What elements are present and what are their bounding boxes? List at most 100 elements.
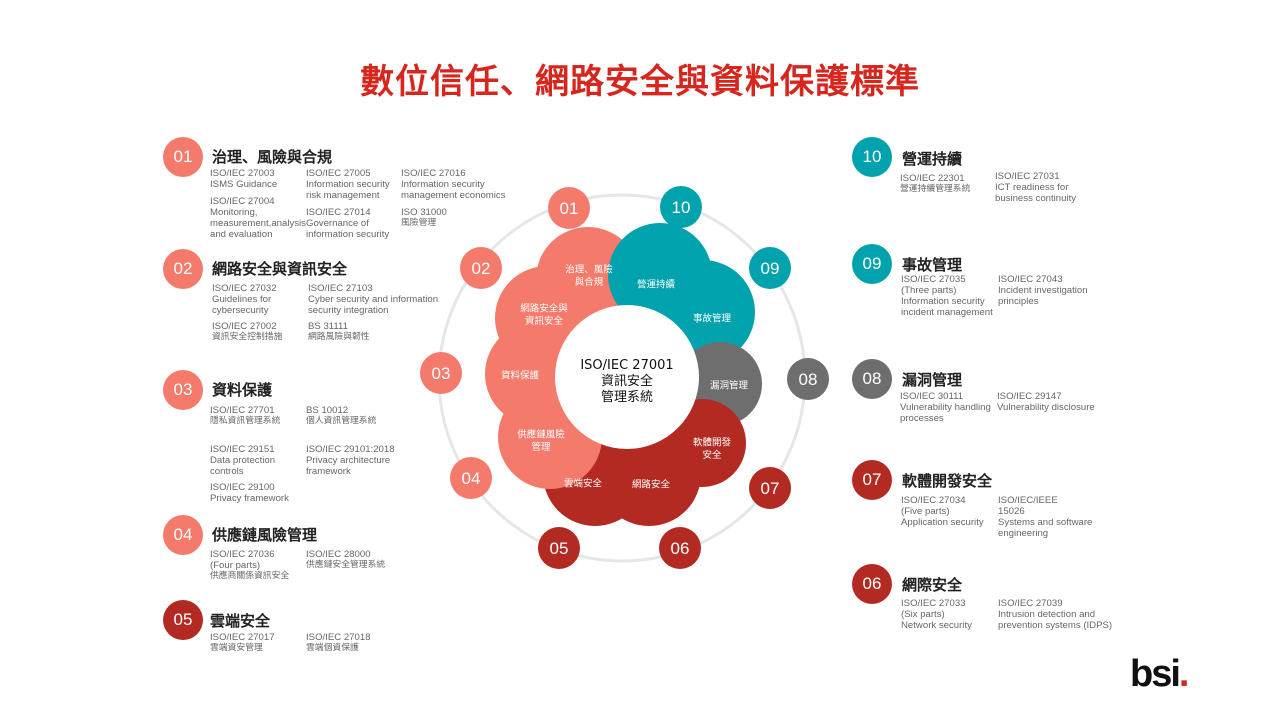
petal-label-02: 資訊安全 bbox=[525, 315, 564, 327]
ring-number-label: 10 bbox=[672, 198, 691, 217]
standard-code: ISO/IEC 27032 bbox=[212, 283, 277, 294]
section-title: 營運持續 bbox=[902, 150, 963, 168]
standard-description: Vulnerability handling bbox=[900, 402, 991, 413]
ring-number-02 bbox=[460, 247, 502, 289]
section-number-badge: 07 bbox=[852, 460, 892, 500]
ring-number-08 bbox=[787, 358, 829, 400]
section-number-badge: 03 bbox=[163, 370, 203, 410]
ring-number-06 bbox=[659, 527, 701, 569]
section-number-badge: 06 bbox=[852, 564, 892, 604]
standard-description: Incident investigation bbox=[998, 285, 1088, 296]
standard-description: information security bbox=[306, 229, 390, 240]
standard-description: 供應鏈安全管理系統 bbox=[306, 560, 386, 570]
standard-code: ISO/IEC 27017 bbox=[210, 632, 275, 643]
standard-description: Privacy framework bbox=[210, 493, 289, 504]
standard-description: cybersecurity bbox=[212, 305, 269, 316]
section-title: 供應鏈風險管理 bbox=[212, 526, 318, 544]
standard-description: (Six parts) bbox=[901, 609, 945, 620]
petal-label-10: 營運持續 bbox=[637, 279, 676, 291]
standard-description: (Three parts) bbox=[901, 285, 957, 296]
standard-description: Information security bbox=[901, 296, 985, 307]
standard-description: management economics bbox=[401, 190, 506, 201]
ring-number-label: 05 bbox=[550, 539, 569, 558]
standard-code: ISO/IEC 27016 bbox=[401, 168, 466, 179]
section-title: 漏洞管理 bbox=[902, 371, 963, 389]
standard-description: 資訊安全控制措施 bbox=[212, 332, 283, 342]
section-title: 軟體開發安全 bbox=[902, 472, 993, 490]
petal-label-04: 管理 bbox=[531, 441, 551, 453]
standard-code: ISO/IEC 27003 bbox=[210, 168, 275, 179]
standard-code: ISO/IEC 29147 bbox=[997, 391, 1062, 402]
ring-number-label: 09 bbox=[761, 259, 780, 278]
ring-number-label: 03 bbox=[432, 364, 451, 383]
standard-description: Vulnerability disclosure bbox=[997, 402, 1095, 413]
ring-number-07 bbox=[749, 467, 791, 509]
standard-description: 雲端資安管理 bbox=[210, 643, 263, 653]
section-number-badge: 10 bbox=[852, 137, 892, 177]
ring-number-label: 04 bbox=[462, 469, 481, 488]
standard-description: controls bbox=[210, 466, 244, 477]
standard-description: Cyber security and information bbox=[308, 294, 439, 305]
petal-label-04: 供應鏈風險 bbox=[517, 428, 565, 440]
ring-number-05 bbox=[538, 527, 580, 569]
section-number-badge: 05 bbox=[163, 600, 203, 640]
petal-label-09: 事故管理 bbox=[693, 313, 732, 325]
standard-entry: ISO/IEC 27036(Four parts)供應商關係資訊安全 bbox=[210, 549, 289, 582]
standard-description: Privacy architecture bbox=[306, 455, 391, 466]
standard-description: Data protection bbox=[210, 455, 276, 466]
standard-code: ISO/IEC 27035 bbox=[901, 274, 966, 285]
section-number-badge: 08 bbox=[852, 359, 892, 399]
ring-number-10 bbox=[660, 186, 702, 228]
standard-code: ISO/IEC 27014 bbox=[306, 207, 371, 218]
standard-code: ISO/IEC 28000 bbox=[306, 549, 371, 560]
petal-label-02: 網路安全與 bbox=[520, 302, 568, 314]
ring-number-09 bbox=[749, 247, 791, 289]
section-title: 治理、風險與合規 bbox=[212, 148, 333, 166]
petal-label-01: 與合規 bbox=[575, 276, 604, 288]
ring-number-01 bbox=[548, 187, 590, 229]
standard-description: 風險管理 bbox=[401, 218, 437, 228]
petal-label-05: 雲端安全 bbox=[564, 478, 603, 490]
standard-description: Information security bbox=[306, 179, 390, 190]
standard-code: ISO/IEC 27701 bbox=[210, 405, 275, 416]
standard-description: Network security bbox=[901, 620, 972, 631]
section-title: 雲端安全 bbox=[210, 612, 271, 630]
standard-code: ISO/IEC 27033 bbox=[901, 598, 966, 609]
standard-description: principles bbox=[998, 296, 1039, 307]
section-title: 資料保護 bbox=[212, 381, 273, 399]
standard-description: Application security bbox=[901, 517, 984, 528]
center-label: 資訊安全 bbox=[601, 373, 653, 389]
standard-description: engineering bbox=[998, 528, 1049, 539]
standard-description: measurement,analysis bbox=[210, 218, 306, 229]
ring-number-label: 08 bbox=[799, 370, 818, 389]
standard-description: Intrusion detection and bbox=[998, 609, 1096, 620]
ring-number-label: 07 bbox=[761, 479, 780, 498]
ring-number-label: 02 bbox=[472, 259, 491, 278]
standard-description: 個人資訊管理系統 bbox=[306, 416, 377, 426]
standard-code: BS 10012 bbox=[306, 405, 349, 416]
standard-description: prevention systems (IDPS) bbox=[998, 620, 1113, 631]
standard-code: ISO/IEC 27018 bbox=[306, 632, 371, 643]
standard-description: Guidelines for bbox=[212, 294, 272, 305]
petal-label-03: 資料保護 bbox=[501, 370, 540, 382]
section-number-badge: 01 bbox=[163, 137, 203, 177]
